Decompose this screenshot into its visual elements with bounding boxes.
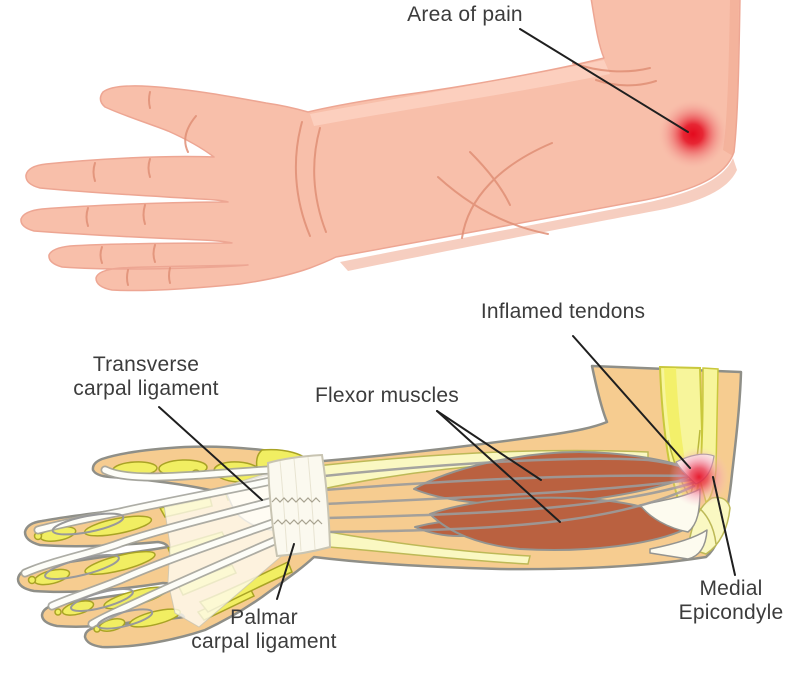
leader-flexor-muscles-2 — [436, 410, 561, 523]
leader-transverse-carpal-ligament — [158, 406, 263, 501]
label-line: Medial — [699, 577, 763, 600]
leader-inflamed-tendons — [572, 335, 691, 469]
label-line: Epicondyle — [678, 601, 784, 624]
inflamed-tendons-spot — [669, 447, 729, 507]
label-line: Palmar — [230, 606, 298, 629]
leader-palmar-carpal-ligament — [276, 543, 295, 600]
skin-creases — [85, 62, 657, 286]
label-inflamed-tendons: Inflamed tendons — [480, 300, 646, 323]
pain-spot — [658, 99, 728, 169]
leader-area-of-pain — [519, 28, 689, 133]
carpal-band — [266, 453, 332, 558]
label-line: carpal ligament — [191, 630, 337, 653]
label-line: Transverse — [92, 353, 200, 376]
label-medial-epicondyle: Medial Epicondyle — [641, 577, 800, 625]
upper-arm-figure — [20, 0, 741, 292]
label-flexor-muscles: Flexor muscles — [315, 384, 459, 407]
label-transverse-carpal-ligament: Transverse carpal ligament — [51, 353, 241, 401]
lower-anatomy-figure — [16, 364, 743, 649]
leader-medial-epicondyle — [712, 476, 736, 576]
leader-lines — [158, 28, 736, 600]
leader-flexor-muscles-1 — [436, 410, 542, 481]
label-palmar-carpal-ligament: Palmar carpal ligament — [169, 606, 359, 654]
label-line: carpal ligament — [73, 377, 219, 400]
label-area-of-pain: Area of pain — [407, 3, 523, 26]
